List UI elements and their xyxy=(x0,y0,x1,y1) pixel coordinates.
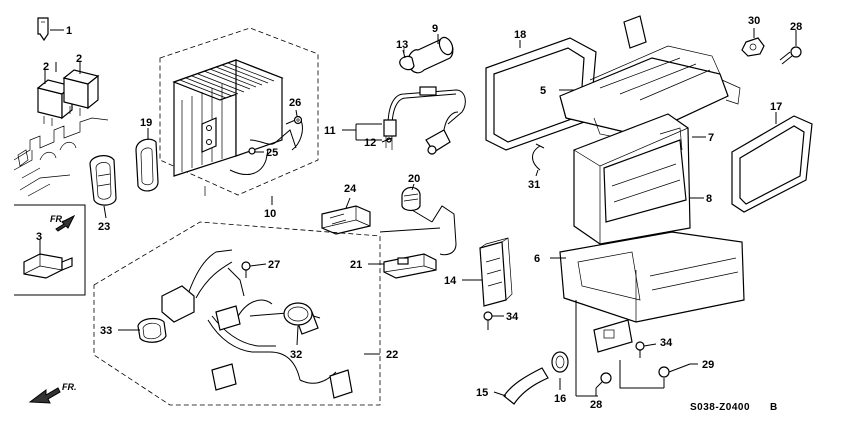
part-33-band xyxy=(137,317,167,343)
callout-12: 12 xyxy=(364,137,376,149)
part-15-hose xyxy=(503,367,549,405)
part-11-12-valve xyxy=(383,86,466,155)
callout-28a: 28 xyxy=(590,399,602,411)
diagram-code-suffix: B xyxy=(770,402,778,413)
part-14-bracket xyxy=(479,237,513,307)
diagram-code: S038-Z0400 xyxy=(690,402,750,413)
callout-19: 19 xyxy=(140,117,152,129)
part-29-screw xyxy=(658,363,691,378)
callout-29: 29 xyxy=(702,359,714,371)
part-17-gasket xyxy=(731,115,813,213)
relay-bracket xyxy=(13,117,109,197)
callout-1: 1 xyxy=(66,25,72,37)
part-34-screw-b xyxy=(635,341,645,358)
part-9-13-thermistor xyxy=(399,36,454,74)
part-2-relays xyxy=(36,64,100,126)
callout-8: 8 xyxy=(706,193,712,205)
callout-26: 26 xyxy=(289,97,301,109)
callout-14: 14 xyxy=(444,275,457,287)
callout-32: 32 xyxy=(290,349,302,361)
callout-5: 5 xyxy=(540,85,546,97)
callout-34b: 34 xyxy=(660,337,673,349)
callout-28b: 28 xyxy=(790,21,802,33)
callout-24: 24 xyxy=(344,183,357,195)
part-1-clip xyxy=(37,17,64,42)
callout-17: 17 xyxy=(770,101,782,113)
callout-13: 13 xyxy=(396,39,408,51)
part-23-grommet xyxy=(89,155,117,206)
front-indicator-top-label: FR. xyxy=(50,214,65,224)
callout-2a: 2 xyxy=(43,61,49,73)
part-26-nut xyxy=(293,115,303,125)
part-7-8-case-middle xyxy=(573,113,691,245)
part-28-bolt-bottom xyxy=(595,372,612,389)
part-32-band xyxy=(283,302,313,326)
part-19-gasket xyxy=(135,138,159,192)
callout-6: 6 xyxy=(534,253,540,265)
callout-30: 30 xyxy=(748,15,760,27)
part-22-harness-box xyxy=(93,221,381,406)
part-25-screw xyxy=(248,147,256,155)
part-30-nut xyxy=(741,37,765,57)
front-indicator-bottom xyxy=(28,387,61,404)
part-27-screw xyxy=(241,261,251,278)
callout-18: 18 xyxy=(514,29,526,41)
callout-20: 20 xyxy=(408,173,420,185)
callout-2b: 2 xyxy=(76,53,82,65)
callout-31: 31 xyxy=(528,179,540,191)
part-31-clip xyxy=(532,143,545,171)
part-34-screw-a xyxy=(483,311,500,330)
callout-34a: 34 xyxy=(506,311,519,323)
part-24-connector xyxy=(321,205,371,235)
part-5-case-top xyxy=(559,15,741,141)
callout-3: 3 xyxy=(36,231,42,243)
callout-16: 16 xyxy=(554,393,566,405)
callout-9: 9 xyxy=(432,23,438,35)
part-6-case-bottom xyxy=(559,231,745,353)
callout-7: 7 xyxy=(708,132,714,144)
part-18-gasket xyxy=(485,37,597,151)
callout-22: 22 xyxy=(386,349,398,361)
part-16-grommet xyxy=(551,351,569,373)
callout-23: 23 xyxy=(98,221,110,233)
callout-25: 25 xyxy=(266,147,278,159)
callout-33: 33 xyxy=(100,325,112,337)
callout-10: 10 xyxy=(264,208,276,220)
front-indicator-bottom-label: FR. xyxy=(62,382,77,392)
part-20-21-thermostat xyxy=(379,186,457,279)
callout-11: 11 xyxy=(324,125,336,137)
part-28-bolt-top xyxy=(779,46,802,65)
callout-labels: 1 2 2 3 5 6 7 8 9 10 11 12 13 14 15 16 1… xyxy=(36,15,802,411)
callout-21: 21 xyxy=(350,259,362,271)
callout-27: 27 xyxy=(268,259,280,271)
part-10-evaporator-box xyxy=(159,27,319,196)
front-indicator-top xyxy=(55,214,76,232)
part-3-inset-box xyxy=(14,204,86,296)
leader-lines xyxy=(39,28,797,397)
callout-15: 15 xyxy=(476,387,488,399)
